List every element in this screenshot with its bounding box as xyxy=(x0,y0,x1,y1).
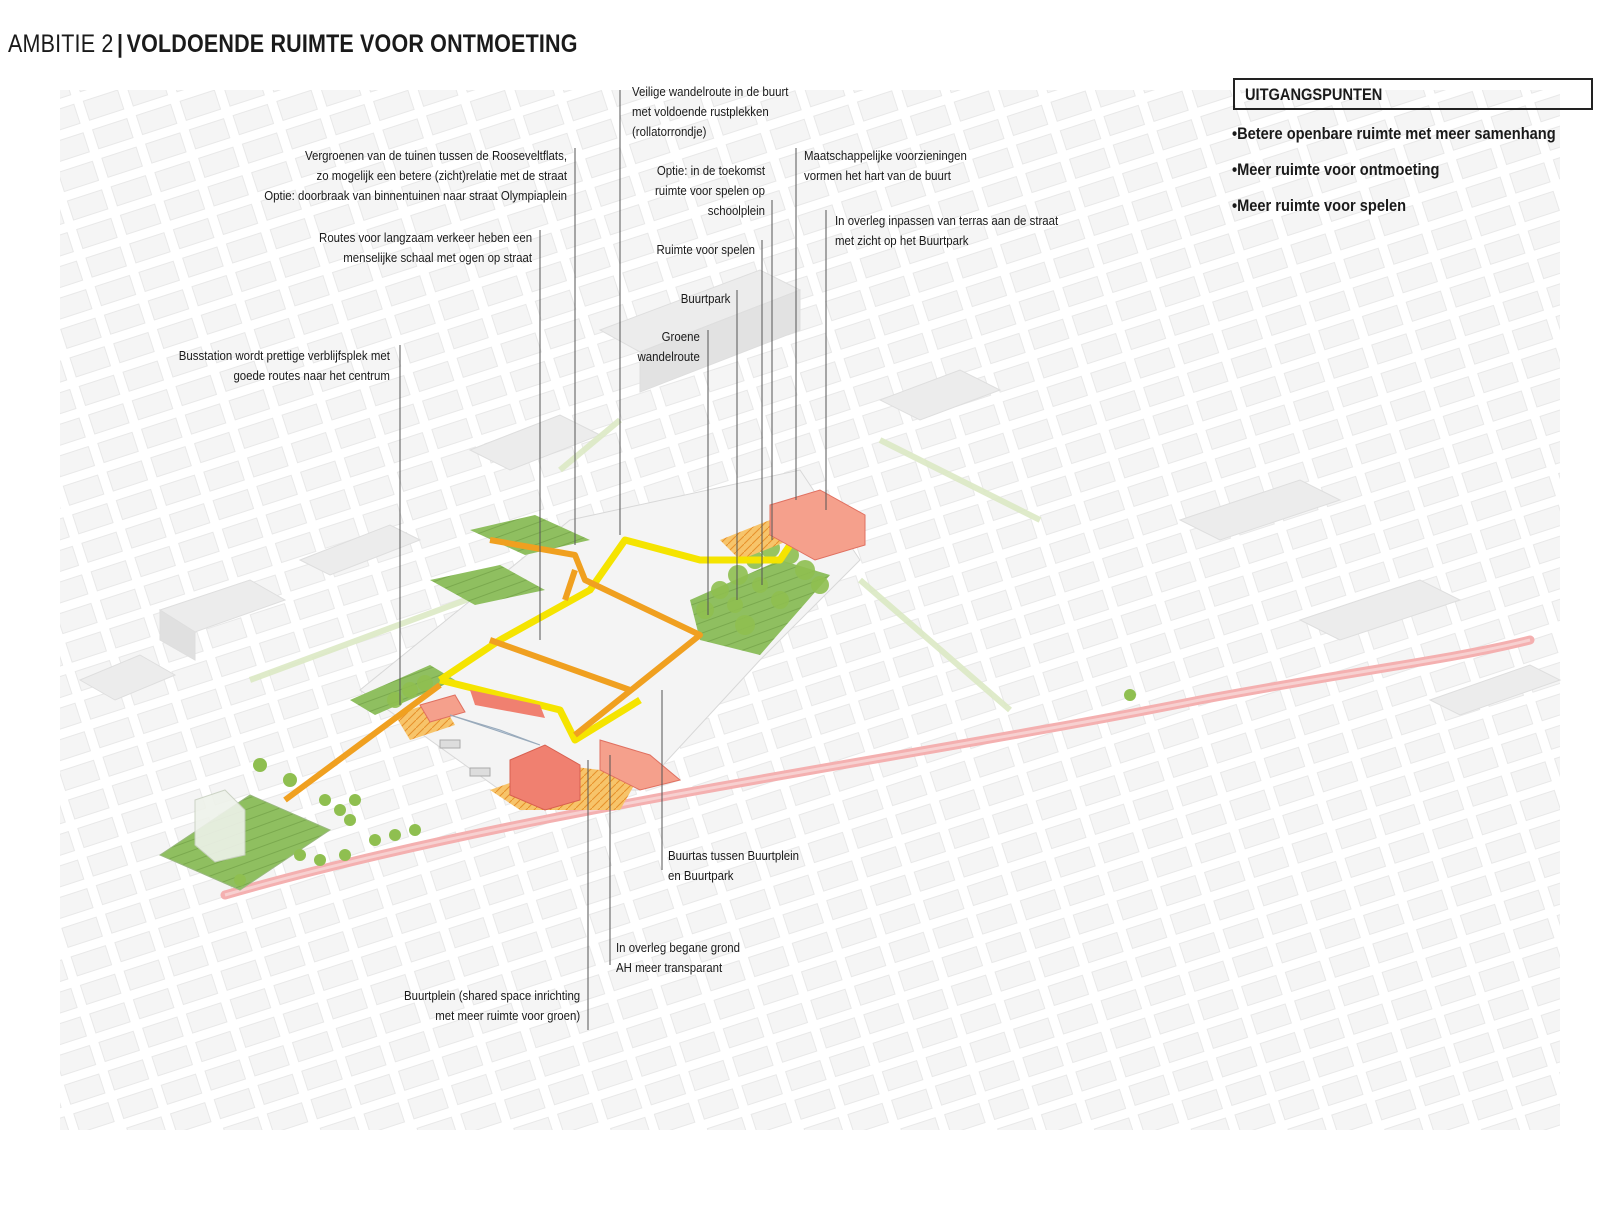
annotation-line: In overleg inpassen van terras aan de st… xyxy=(835,213,1059,228)
annotation-terras: In overleg inpassen van terras aan de st… xyxy=(835,211,1058,251)
principles-heading-box: UITGANGSPUNTEN xyxy=(1233,78,1593,110)
annotation-line: wandelroute xyxy=(637,349,700,364)
annotation-line: Optie: doorbraak van binnentuinen naar s… xyxy=(264,188,567,203)
annotation-line: zo mogelijk een betere (zicht)relatie me… xyxy=(316,168,567,183)
annotation-groene-wandelroute: Groene wandelroute xyxy=(638,327,700,367)
principle-item: Meer ruimte voor ontmoeting xyxy=(1232,160,1556,196)
page-title: AMBITIE 2|VOLDOENDE RUIMTE VOOR ONTMOETI… xyxy=(8,30,578,59)
annotation-line: met zicht op het Buurtpark xyxy=(835,233,969,248)
annotation-wandelroute: Veilige wandelroute in de buurt met vold… xyxy=(632,82,788,142)
community-buildings xyxy=(419,489,866,811)
annotation-line: Busstation wordt prettige verblijfsplek … xyxy=(178,348,390,363)
principle-item: Meer ruimte voor spelen xyxy=(1232,196,1556,232)
principle-item: Betere openbare ruimte met meer samenhan… xyxy=(1232,124,1556,160)
principles-heading: UITGANGSPUNTEN xyxy=(1245,85,1383,104)
principles-list: Betere openbare ruimte met meer samenhan… xyxy=(1232,124,1600,232)
title-main: VOLDOENDE RUIMTE VOOR ONTMOETING xyxy=(126,30,578,58)
annotation-line: ruimte voor spelen op xyxy=(654,183,765,198)
annotation-routes: Routes voor langzaam verkeer heben een m… xyxy=(319,228,532,268)
annotation-line: In overleg begane grond xyxy=(616,940,741,955)
annotation-line: (rollatorrondje) xyxy=(632,124,707,139)
leader-lines xyxy=(399,90,827,1030)
annotation-line: vormen het hart van de buurt xyxy=(804,168,951,183)
bus-station xyxy=(439,714,541,777)
annotation-busstation: Busstation wordt prettige verblijfsplek … xyxy=(179,346,390,386)
annotation-maatschappelijk: Maatschappelijke voorzieningen vormen he… xyxy=(804,146,967,186)
annotation-buurtpark: Buurtpark xyxy=(680,289,730,309)
annotation-line: schoolplein xyxy=(707,203,765,218)
annotation-line: Ruimte voor spelen xyxy=(656,242,755,257)
annotation-line: Veilige wandelroute in de buurt xyxy=(632,84,789,99)
park-trees xyxy=(387,538,829,708)
slow-traffic-routes xyxy=(283,537,703,803)
annotation-vergroenen: Vergroenen van de tuinen tussen de Roose… xyxy=(264,146,567,206)
annotation-line: Maatschappelijke voorzieningen xyxy=(804,148,967,163)
annotation-line: Buurtpark xyxy=(680,291,730,306)
annotation-line: Buurtas tussen Buurtplein xyxy=(668,848,800,863)
annotation-line: goede routes naar het centrum xyxy=(233,368,390,383)
annotation-line: AH meer transparant xyxy=(616,960,723,975)
annotation-ah: In overleg begane grond AH meer transpar… xyxy=(616,938,740,978)
context-volumes xyxy=(78,269,1562,716)
annotation-line: Vergroenen van de tuinen tussen de Roose… xyxy=(304,148,567,163)
green-square xyxy=(158,789,332,891)
annotation-line: Buurtplein (shared space inrichting xyxy=(403,988,580,1003)
title-separator: | xyxy=(116,30,124,58)
annotation-buurtplein: Buurtplein (shared space inrichting met … xyxy=(404,986,580,1026)
street-trees xyxy=(234,689,1136,886)
walking-route xyxy=(438,536,793,744)
annotation-line: en Buurtpark xyxy=(668,868,734,883)
annotation-line: Routes voor langzaam verkeer heben een xyxy=(318,230,532,245)
annotation-optie-spelen: Optie: in de toekomst ruimte voor spelen… xyxy=(655,161,765,221)
annotation-line: menselijke schaal met ogen op straat xyxy=(343,250,532,265)
annotation-ruimte-spelen: Ruimte voor spelen xyxy=(656,240,755,260)
annotation-buurtas: Buurtas tussen Buurtplein en Buurtpark xyxy=(668,846,799,886)
annotation-line: Groene xyxy=(661,329,700,344)
annotation-line: met voldoende rustplekken xyxy=(632,104,769,119)
annotation-line: Optie: in de toekomst xyxy=(656,163,765,178)
annotation-line: met meer ruimte voor groen) xyxy=(435,1008,580,1023)
title-prefix: AMBITIE 2 xyxy=(8,30,114,58)
